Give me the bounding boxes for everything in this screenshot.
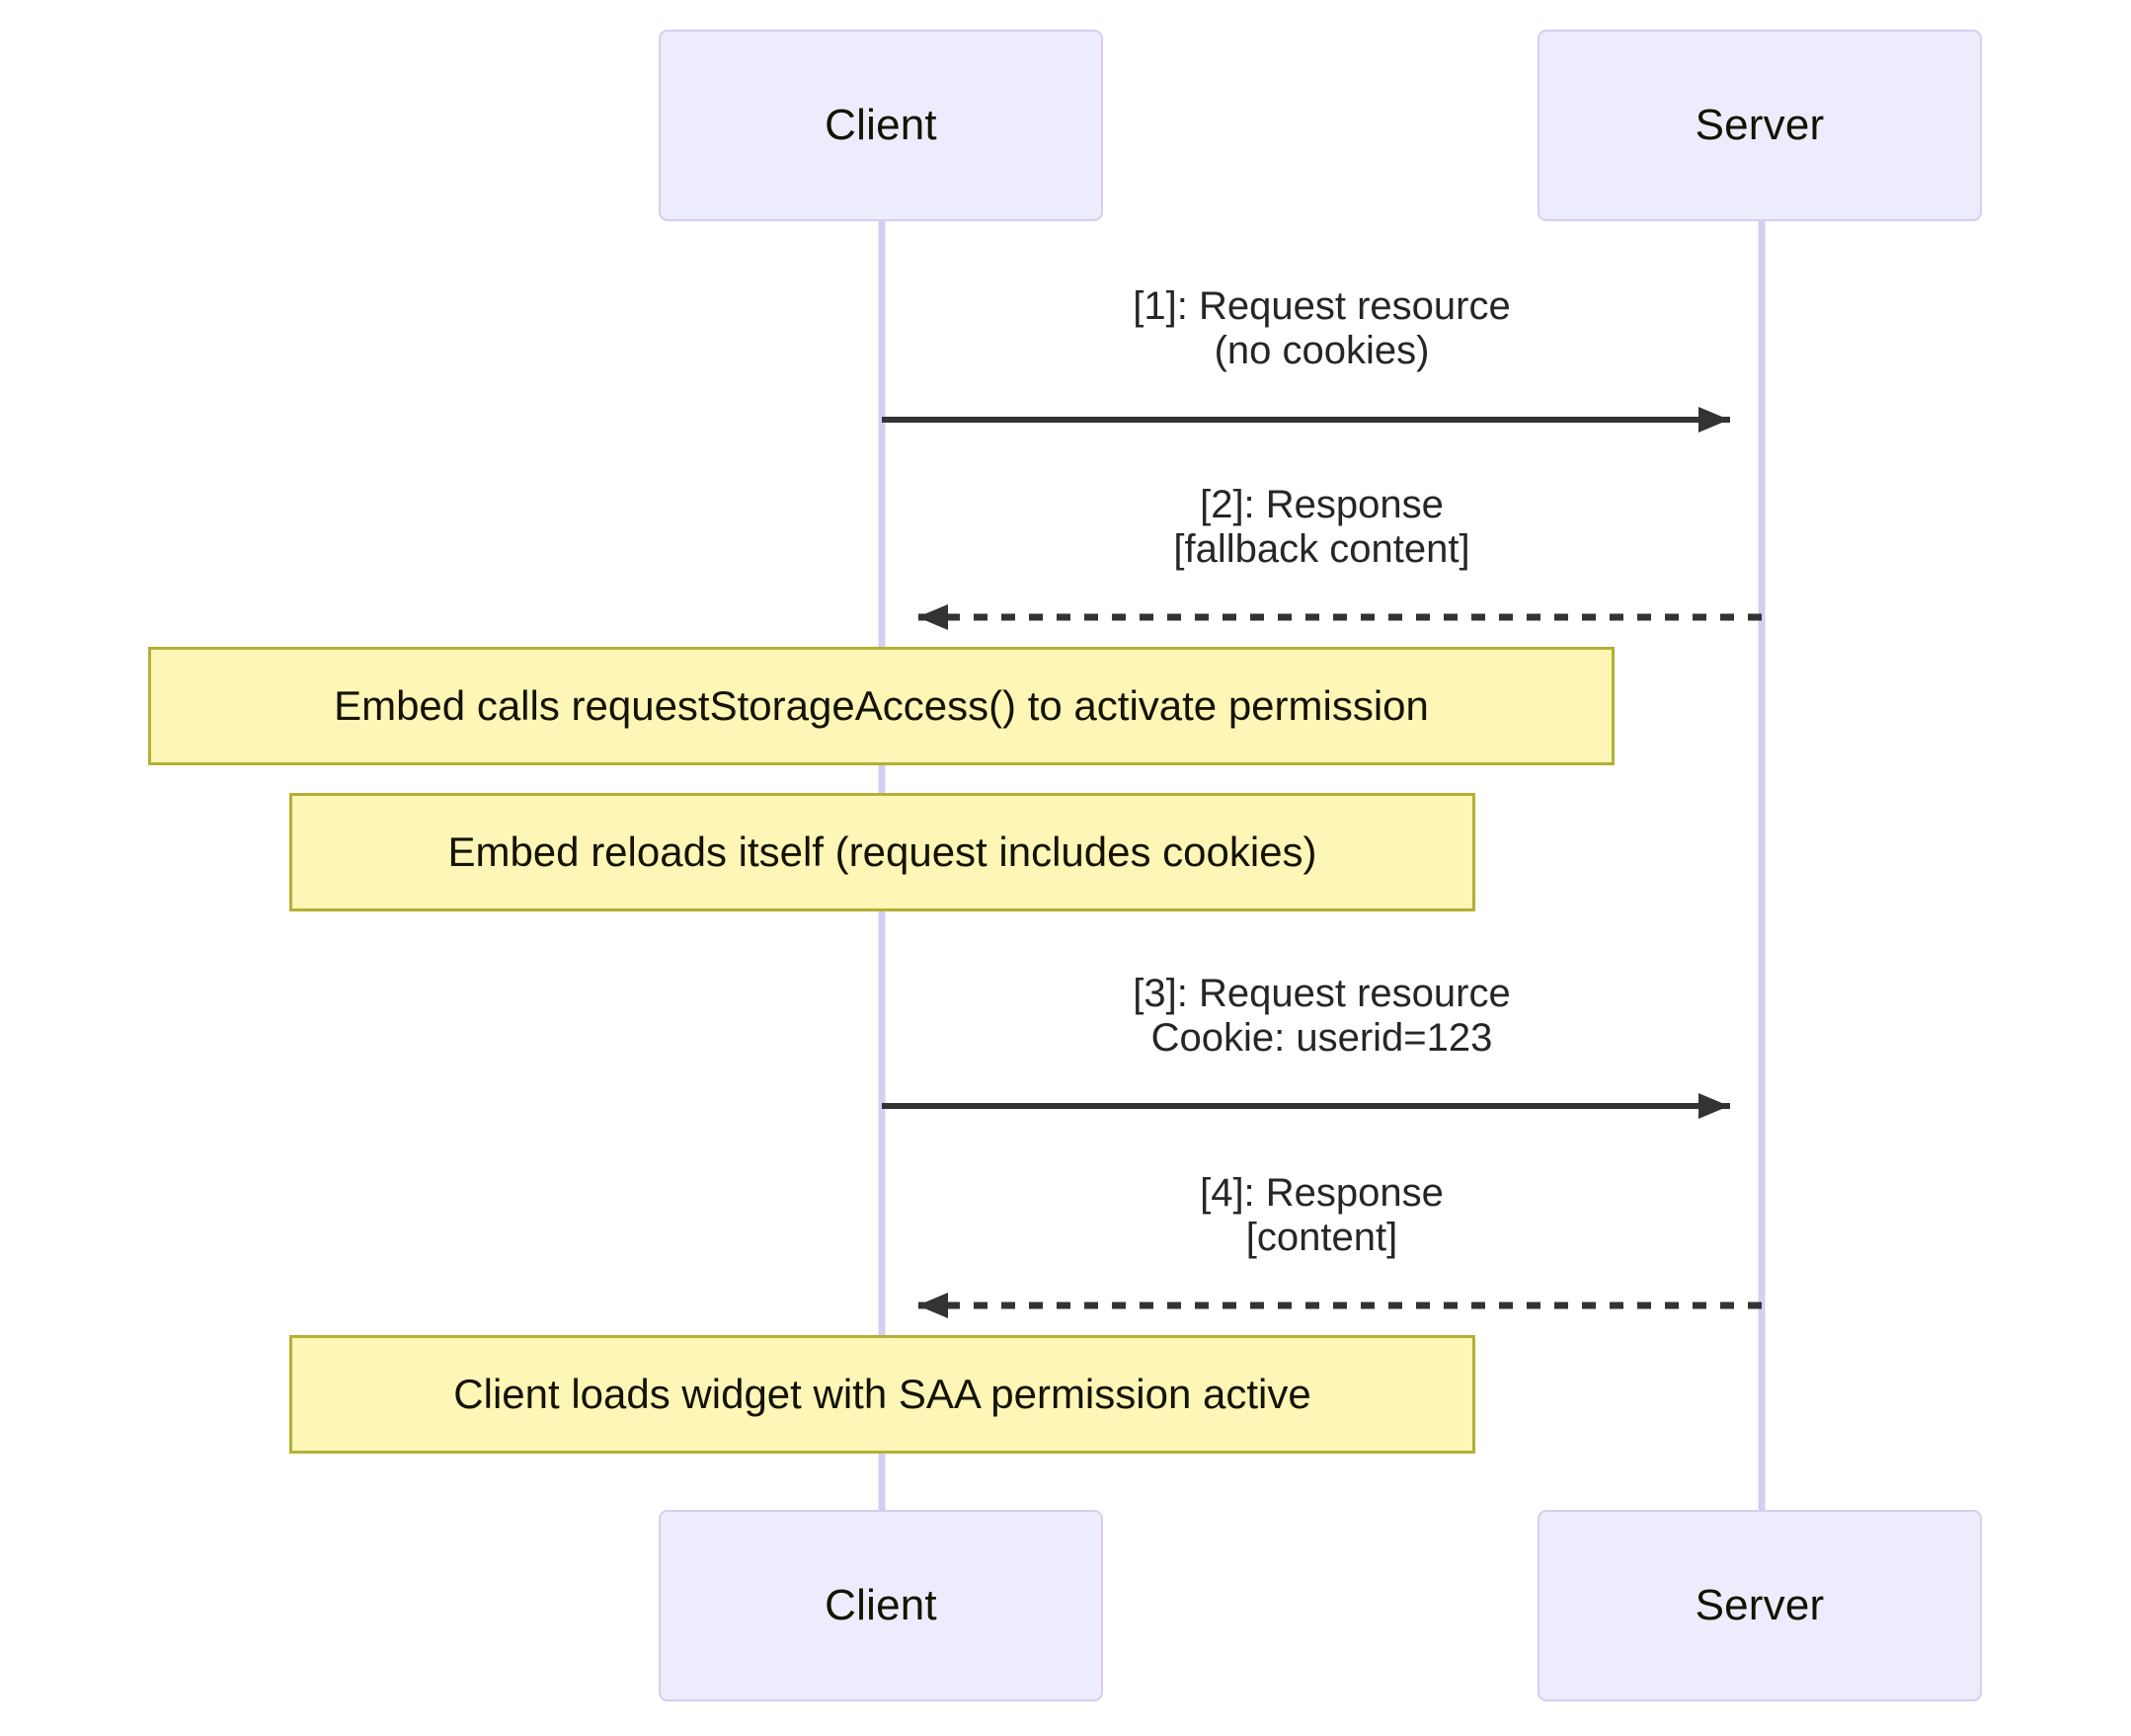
message-label-3-line-1: [3]: Request resource (1133, 972, 1511, 1015)
message-label-1-line-2: (no cookies) (1214, 328, 1430, 372)
message-label-3: [3]: Request resource Cookie: userid=123 (882, 972, 1762, 1061)
participant-box-client-top[interactable]: Client (659, 30, 1103, 221)
participant-label-client-bottom: Client (825, 1581, 937, 1629)
participant-box-client-bottom[interactable]: Client (659, 1510, 1103, 1701)
participant-box-server-bottom[interactable]: Server (1538, 1510, 1982, 1701)
participant-label-server-bottom: Server (1695, 1581, 1825, 1629)
note-label-1: Embed calls requestStorageAccess() to ac… (334, 681, 1429, 729)
note-box-1[interactable]: Embed calls requestStorageAccess() to ac… (148, 647, 1615, 765)
message-label-4: [4]: Response [content] (882, 1171, 1762, 1260)
message-label-4-line-1: [4]: Response (1200, 1171, 1444, 1215)
message-label-2: [2]: Response [fallback content] (882, 483, 1762, 572)
message-label-2-line-2: [fallback content] (1173, 526, 1470, 571)
participant-label-client-top: Client (825, 101, 937, 149)
note-box-3[interactable]: Client loads widget with SAA permission … (289, 1335, 1475, 1454)
message-label-4-line-2: [content] (1245, 1215, 1398, 1259)
note-label-2: Embed reloads itself (request includes c… (447, 828, 1317, 875)
message-label-1-line-1: [1]: Request resource (1133, 284, 1511, 328)
note-label-3: Client loads widget with SAA permission … (453, 1370, 1311, 1417)
message-label-2-line-1: [2]: Response (1200, 483, 1444, 526)
message-label-1: [1]: Request resource (no cookies) (882, 284, 1762, 373)
message-label-3-line-2: Cookie: userid=123 (1150, 1015, 1493, 1060)
participant-box-server-top[interactable]: Server (1538, 30, 1982, 221)
note-box-2[interactable]: Embed reloads itself (request includes c… (289, 793, 1475, 911)
participant-label-server-top: Server (1695, 101, 1825, 149)
